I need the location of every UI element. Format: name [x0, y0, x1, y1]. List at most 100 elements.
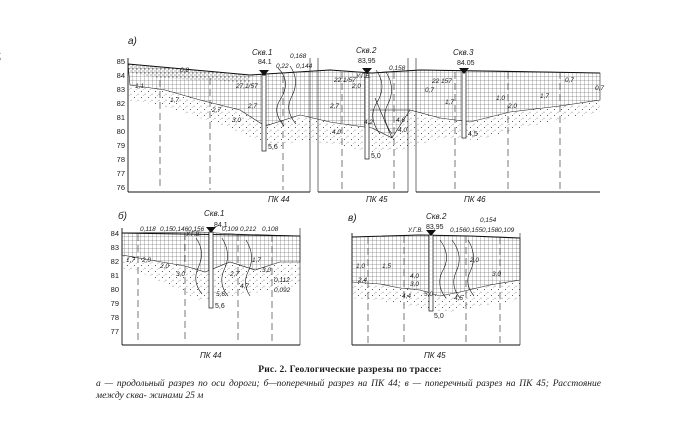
section-b-pk-label: ПК 44	[200, 351, 222, 360]
section-b-water-label: У.Г.В.	[185, 232, 201, 238]
section-b-annotation: 2,7	[229, 271, 239, 278]
section-c-borehole-elev: 83,95	[426, 224, 444, 231]
section-a-annotation: 1,7	[170, 97, 179, 104]
section-a-annotation: 0,158	[389, 65, 406, 72]
section-b-annotation: 5,6	[216, 291, 225, 298]
section-c-annotation: 1,5	[382, 263, 391, 270]
section-c-ground-surface	[351, 234, 521, 239]
figure-caption-title: Рис. 2. Геологические разрезы по трассе:	[258, 365, 442, 375]
section-c: в) Скв.2 83,95 5,0 У.Г.В.	[348, 212, 521, 360]
section-a-isolines	[276, 65, 410, 139]
section-a-ytick: 78	[117, 155, 125, 164]
section-a-sand-layer	[128, 85, 600, 152]
section-b-isolines	[195, 237, 252, 297]
section-a-annotation: 2,7	[247, 103, 257, 110]
section-b-letter: б)	[118, 210, 127, 222]
section-b-annotation: 4,7	[240, 283, 249, 290]
section-b-borehole-name: Скв.1	[204, 209, 224, 218]
section-a-annotation: 22.1/57	[333, 77, 356, 84]
section-a-annotation: 0,144	[296, 63, 313, 70]
section-c-annotation: 0,158	[482, 227, 499, 234]
borehole-1-depth: 5,6	[268, 144, 278, 151]
section-a-dash-lines	[159, 72, 561, 190]
borehole-3-name: Скв.3	[453, 48, 474, 57]
section-b-annotation: 0,212	[240, 226, 257, 233]
section-b-ytick: 82	[111, 257, 119, 266]
section-a-annotation: 0,7	[595, 85, 604, 92]
section-a-borehole-2: Скв.2 83,95 5,0	[356, 46, 381, 160]
section-c-annotation: 3,0	[492, 271, 501, 278]
section-a-annotation: 1,7	[445, 99, 454, 106]
section-a-ytick: 76	[117, 183, 125, 192]
section-c-isolines	[439, 239, 475, 299]
section-b-ytick: 80	[111, 285, 119, 294]
borehole-1-name: Скв.1	[252, 48, 272, 57]
figure-caption-body: а — продольный разрез по оси дороги; б—п…	[96, 379, 601, 401]
section-c-annotation: 0,109	[498, 227, 515, 234]
section-b-ytick: 81	[111, 271, 119, 280]
section-c-water-label: У.Г.В.	[407, 228, 423, 234]
section-b-annotation: 3,0	[262, 267, 271, 274]
section-c-annotation: 4,5	[454, 295, 463, 302]
section-a-annotation: 2,7	[211, 107, 221, 114]
section-a-annotation: 22 157	[431, 78, 452, 85]
section-c-dash-lines	[367, 236, 501, 343]
borehole-1-elev: 84.1	[258, 59, 272, 66]
section-a-topsoil	[128, 64, 250, 82]
borehole-2-depth: 5,0	[371, 153, 381, 160]
section-a-annotation: 0,7	[425, 87, 434, 94]
section-b-annotation: 0,146	[172, 226, 189, 233]
section-c-letter: в)	[348, 213, 357, 224]
section-c-sand-layer	[352, 280, 520, 312]
section-a-letter: а)	[128, 36, 137, 47]
section-b: б) 84 83 82 81 80 79 78 77	[111, 209, 301, 360]
section-b-annotation: 1,7	[252, 257, 261, 264]
section-b-annotation: 0,108	[262, 226, 279, 233]
section-a-annotation: 0,8	[180, 67, 189, 74]
section-b-ytick: 77	[111, 327, 119, 336]
section-a-pk-46: ПК 46	[464, 195, 486, 204]
section-b-ytick: 78	[111, 313, 119, 322]
section-a-annotation: 2,7	[329, 103, 339, 110]
section-a-annotation: 0,168	[290, 53, 307, 60]
section-a-ytick: 85	[117, 57, 125, 66]
section-a-annotation: 27,1/57	[235, 83, 258, 90]
borehole-3-elev: 84.05	[457, 60, 475, 67]
section-b-annotation: 3,0	[176, 271, 185, 278]
section-c-pk-label: ПК 45	[424, 351, 446, 360]
section-c-annotation: 2,4	[357, 277, 367, 284]
section-a-pk-44: ПК 44	[268, 195, 290, 204]
section-c-borehole-name: Скв.2	[426, 212, 447, 221]
section-a-annotation: 2,0	[507, 103, 517, 110]
section-b-borehole: Скв.1 84,1 5,6	[204, 209, 228, 310]
section-c-annotation: 3,0	[410, 281, 419, 288]
section-b-annotation: 1,7	[126, 257, 135, 264]
section-c-annotation: 0,154	[480, 217, 497, 224]
section-a-ytick: 81	[117, 113, 125, 122]
section-c-annotation: 0,155	[466, 227, 483, 234]
section-c-annotation: 2,0	[469, 257, 479, 264]
section-a-annotation: 2,0	[351, 83, 361, 90]
section-a-borehole-3: Скв.3 84.05 4,5	[453, 48, 478, 139]
section-a-ytick: 80	[117, 127, 125, 136]
section-a: а) 85 84 83 82 81	[117, 36, 605, 204]
borehole-2-name: Скв.2	[356, 46, 377, 55]
section-b-annotation: 0,118	[140, 226, 156, 233]
section-b-annotation: 0,112	[274, 277, 290, 284]
section-b-annotation: 2,0	[141, 257, 151, 264]
section-a-annotation: 1,1	[135, 83, 144, 90]
section-a-ytick: 79	[117, 141, 125, 150]
section-b-annotation: 0,109	[222, 226, 239, 233]
borehole-2-elev: 83,95	[358, 58, 376, 65]
section-a-annotation: 3,0	[232, 117, 241, 124]
section-a-annotation: 1,0	[496, 95, 505, 102]
section-b-ytick: 79	[111, 299, 119, 308]
section-c-annotation: 0,156	[450, 227, 467, 234]
section-a-annotation: 4,2	[364, 119, 373, 126]
section-a-annotation: 0,7	[565, 77, 574, 84]
section-b-ytick: 84	[111, 229, 119, 238]
section-b-borehole-depth: 5,6	[215, 303, 225, 310]
section-c-annotation: 5,0	[424, 291, 433, 298]
section-b-ytick: 83	[111, 243, 119, 252]
